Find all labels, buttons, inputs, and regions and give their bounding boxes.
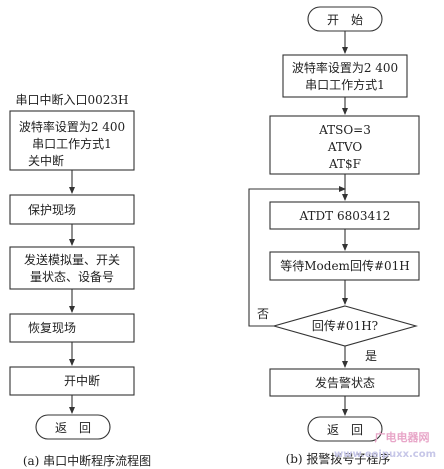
watermark: 广电电器网 www.eeipuxx.com [334,430,436,460]
left-send-line-2: 量状态、设备号 [30,270,114,284]
watermark-line-2: www.eeipuxx.com [334,449,436,460]
left-enable-label: 开中断 [64,373,100,388]
left-restore-label: 恢复现场 [28,321,76,335]
left-enable-box: 开中断 [9,366,135,396]
left-init-line-1: 波特率设置为2 400 [19,119,125,134]
left-protect-label: 保护现场 [28,203,76,217]
left-protect-box: 保护现场 [9,194,135,225]
right-wait-label: 等待Modem回传#01H [280,258,409,273]
right-at-line-2: ATVO [327,140,362,154]
left-return-label: 返 回 [55,421,91,435]
left-return-terminal: 返 回 [35,414,111,440]
right-at-line-3: AT$F [328,157,361,171]
right-decision-label: 回传#01H? [312,318,378,333]
right-return-terminal: 返 回 [307,416,383,442]
left-init-line-3: 关中断 [28,153,64,168]
left-send-box: 发送模拟量、开关 量状态、设备号 [9,246,135,290]
right-init-box: 波特率设置为2 400 串口工作方式1 [282,54,408,98]
right-caption: (b) 报警拨号子程序 [286,451,391,466]
left-entry-label: 串口中断入口0023H [15,92,128,107]
right-init-line-1: 波特率设置为2 400 [292,60,398,75]
left-init-box: 波特率设置为2 400 串口工作方式1 关中断 [9,110,135,171]
right-wait-box: 等待Modem回传#01H [269,251,420,281]
right-flowchart: 开 始 波特率设置为2 400 串口工作方式1 ATSO=3 ATVO AT$F… [248,6,420,466]
left-caption: (a) 串口中断程序流程图 [23,453,151,468]
right-return-label: 返 回 [327,423,363,437]
right-yes-label: 是 [365,349,377,363]
right-alarm-box: 发告警状态 [269,368,420,397]
right-dial-box: ATDT 6803412 [269,201,420,230]
left-flowchart: 串口中断入口0023H 波特率设置为2 400 串口工作方式1 关中断 保护现场… [9,92,151,468]
watermark-line-1: 广电电器网 [375,430,430,444]
left-restore-box: 恢复现场 [9,313,135,343]
right-no-label: 否 [257,307,269,321]
left-init-line-2: 串口工作方式1 [32,136,112,151]
left-send-line-1: 发送模拟量、开关 [24,252,120,267]
right-at-box: ATSO=3 ATVO AT$F [269,115,420,175]
right-decision-diamond: 回传#01H? [271,305,419,347]
right-alarm-label: 发告警状态 [315,375,375,390]
right-init-line-2: 串口工作方式1 [305,77,385,92]
right-start-terminal: 开 始 [307,6,383,32]
right-dial-label: ATDT 6803412 [299,209,391,223]
right-at-line-1: ATSO=3 [318,123,371,137]
right-start-label: 开 始 [327,13,363,27]
